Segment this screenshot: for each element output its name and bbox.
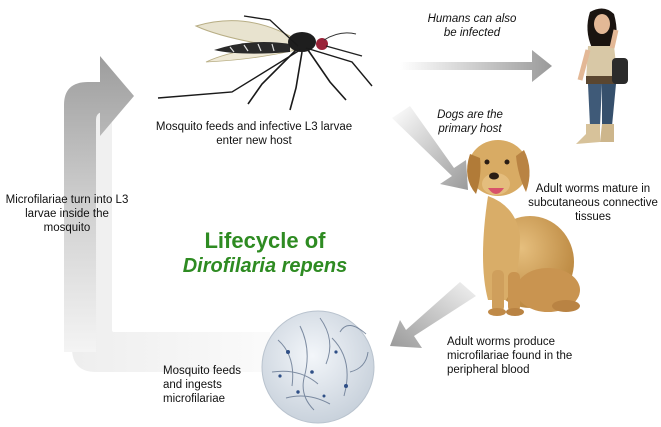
title-line1: Lifecycle of — [150, 228, 380, 254]
note-humans-infected: Humans can also be infected — [420, 12, 524, 40]
stage-adult-worms-produce: Adult worms produce microfilariae found … — [447, 335, 597, 377]
title-line2: Dirofilaria repens — [150, 254, 380, 278]
diagram-title: Lifecycle of Dirofilaria repens — [150, 228, 380, 278]
mosquito-illustration — [158, 16, 372, 110]
labrador-dog-illustration — [467, 140, 580, 316]
note-dogs-primary-host: Dogs are the primary host — [424, 108, 516, 136]
microscope-slide-microfilariae — [262, 311, 374, 423]
stage-mosquito-feeds-infective: Mosquito feeds and infective L3 larvae e… — [142, 120, 366, 148]
stage-microfilariae-turn: Microfilariae turn into L3 larvae inside… — [4, 193, 130, 235]
stage-mosquito-ingests: Mosquito feeds and ingests microfilariae — [163, 364, 259, 406]
stage-adult-worms-mature: Adult worms mature in subcutaneous conne… — [528, 182, 658, 224]
woman-standing-illustration — [576, 8, 628, 144]
arrow-to-human — [400, 50, 552, 82]
